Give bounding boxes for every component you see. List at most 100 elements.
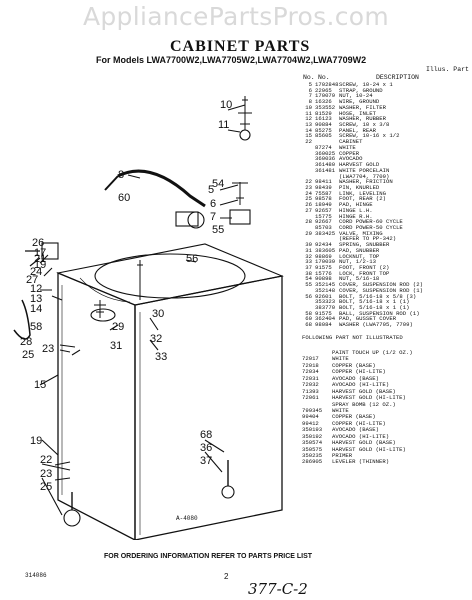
part-no: 92434 <box>315 242 332 248</box>
illus-no: 56 <box>305 293 312 300</box>
part-no: 383425 <box>315 230 336 237</box>
page-code: 314086 <box>25 572 47 579</box>
part-no: 87274 <box>315 144 332 151</box>
callout-number: 29 <box>112 321 124 333</box>
part-description: COVER, SUSPENSION ROD (1) <box>339 287 423 294</box>
callout-number: 5 <box>208 184 214 196</box>
washer-part <box>239 129 251 141</box>
part-no: 99412 <box>302 419 319 427</box>
illus-no-header: No. <box>303 74 315 81</box>
part-description: NUT, 10-24 <box>339 93 373 100</box>
part-no: 1702848 <box>315 82 339 88</box>
part-description: VALVE, MIXING <box>339 230 383 237</box>
part-description: BOLT, 5/16-18 x 1 (1) <box>339 299 410 306</box>
callout-numbers: 1011860545675556212412131426171927235828… <box>20 99 232 493</box>
part-no: 72031 <box>302 374 319 382</box>
illus-no: 10 <box>305 104 312 111</box>
illus-no: 6 <box>308 87 312 94</box>
callout-number: 54 <box>212 178 224 190</box>
illus-no: 22 <box>305 179 312 185</box>
part-no: 18949 <box>315 202 332 208</box>
callout-number: 13 <box>30 293 42 305</box>
callout-number: 36 <box>200 442 212 454</box>
extra-parts-row: 72031 AVOCADO (BASE) <box>302 374 470 382</box>
power-cord <box>13 299 31 340</box>
part-description: CABINET <box>339 139 363 145</box>
callout-number: 68 <box>200 429 212 441</box>
part-description: WHITE <box>339 144 356 151</box>
part-description: NUT, 5/16-18 <box>339 276 380 283</box>
parts-row: (REFER TO PP-342) <box>302 236 470 242</box>
bracket-part <box>229 209 251 225</box>
part-description: STRAP, GROUND <box>339 87 383 94</box>
cabinet-side <box>57 272 136 540</box>
part-no: 72034 <box>302 368 319 376</box>
part-no: 92601 <box>315 293 332 300</box>
part-no: 15776 <box>315 270 332 277</box>
part-no: 98439 <box>315 184 332 191</box>
illus-no: 38 <box>305 270 312 277</box>
part-no: 350575 <box>302 445 323 453</box>
illus-part-header: Illus. Part <box>426 66 469 73</box>
part-description: HINGE L.H. <box>339 207 373 214</box>
part-description: BALL, SUSPENSION ROD (1) <box>339 310 420 317</box>
callout-number: 19 <box>30 435 42 447</box>
part-description: AVOCADO (BASE) <box>332 374 379 382</box>
callout-number: 12 <box>30 283 42 295</box>
illus-no: 37 <box>305 265 312 271</box>
part-description: HARVEST GOLD (BASE) <box>332 387 396 395</box>
part-no: 85275 <box>315 127 332 134</box>
part-no: 352148 <box>315 287 336 294</box>
illus-no: 15 <box>305 133 312 140</box>
part-no: 15775 <box>315 213 332 220</box>
part-no: 99404 <box>302 413 319 421</box>
part-no: 98578 <box>315 196 332 203</box>
part-no-header: No. <box>318 74 330 81</box>
part-description: HARVEST GOLD <box>339 162 380 168</box>
callout-number: 37 <box>200 455 212 467</box>
page-number: 2 <box>224 572 229 581</box>
part-description: HARVEST GOLD (HI-LITE) <box>332 445 406 453</box>
part-description: SCREW, 10 x 3/8 <box>339 122 390 128</box>
illus-no: 31 <box>305 247 312 254</box>
part-description: BOLT, 5/16-18 x 5/8 (3) <box>339 293 417 300</box>
part-description: WIRE, GROUND <box>339 99 380 105</box>
parts-row: 87274 WHITE <box>302 145 470 151</box>
cabinet-top <box>56 243 284 306</box>
part-description: SCREW, 10-24 x 1 <box>339 82 393 88</box>
illus-no: 27 <box>305 207 312 214</box>
illus-no: 54 <box>305 276 312 283</box>
callout-number: 17 <box>34 247 46 259</box>
callout-number: 6 <box>210 198 216 210</box>
part-description: FOOT, REAR (2) <box>339 196 386 203</box>
callout-number: 33 <box>155 351 167 363</box>
watermark: AppliancePartsPros.com <box>82 2 390 31</box>
part-no: 98411 <box>315 179 332 185</box>
callout-number: 32 <box>150 333 162 345</box>
part-no: 90884 <box>315 122 332 128</box>
illus-no: 33 <box>305 259 312 265</box>
part-description: PAD, HINGE <box>339 202 373 208</box>
part-description: PIN, KNURLED <box>339 184 380 191</box>
illus-no: 60 <box>305 316 312 323</box>
part-no: 353552 <box>315 104 336 111</box>
part-description: CORD POWER-60 CYCLE <box>339 219 403 225</box>
